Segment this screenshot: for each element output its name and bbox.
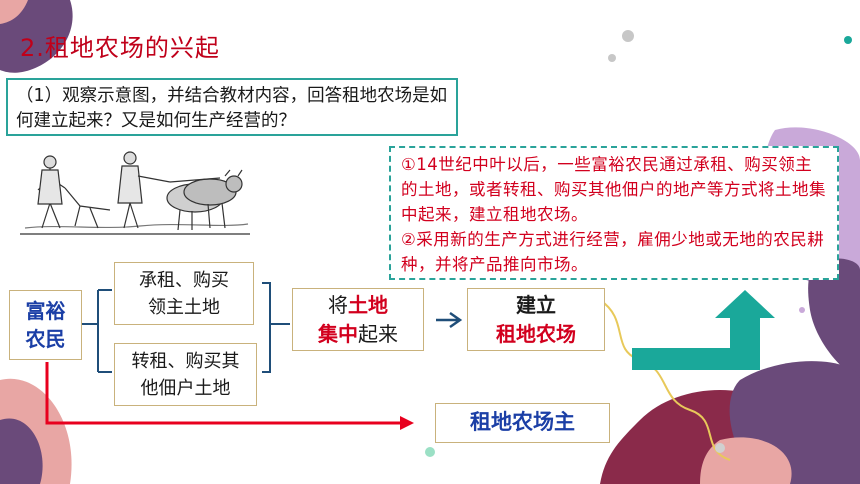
concentrate-line1: 将土地 [293, 291, 423, 320]
dot-grey-small [608, 54, 616, 62]
concentrate-line2: 集中起来 [293, 320, 423, 349]
dot-lavender [799, 307, 805, 313]
squiggle-line [599, 299, 731, 461]
blob-bottom-left-purple [0, 418, 43, 484]
question-box: （1）观察示意图，并结合教材内容，回答租地农场是如何建立起来？又是如何生产经营的… [6, 78, 458, 136]
farm-owner-box: 租地农场主 [435, 403, 610, 443]
option2-line1: 转租、购买其 [131, 351, 240, 372]
blob-top-left-pink [0, 0, 28, 24]
concentrate-part2: 土地 [348, 293, 388, 317]
rich-peasant-line2: 农民 [25, 327, 66, 351]
answer-line-2: ②采用新的生产方式进行经营，雇佣少地或无地的农民耕种，并将产品推向市场。 [401, 230, 825, 274]
blob-right-purple [808, 258, 860, 380]
dot-teal [844, 36, 852, 44]
option1-line1: 承租、购买 [139, 270, 229, 291]
concentrate-land-box: 将土地 集中起来 [292, 288, 424, 351]
concentrate-part1: 将 [328, 293, 348, 317]
rich-peasant-line1: 富裕 [25, 299, 66, 323]
establish-farm-box: 建立 租地农场 [467, 288, 605, 351]
concentrate-part4: 起来 [358, 322, 398, 346]
establish-line2: 租地农场 [496, 322, 576, 346]
option2-line2: 他佃户土地 [140, 378, 231, 399]
plowing-illustration [20, 151, 250, 235]
establish-line1: 建立 [516, 293, 556, 317]
concentrate-part3: 集中 [318, 322, 358, 346]
dot-mint [425, 447, 435, 457]
bent-arrow-icon [632, 290, 775, 370]
rich-peasant-box: 富裕 农民 [9, 290, 82, 360]
option1-line2: 领主土地 [148, 297, 220, 318]
option-sublease-buy-tenant-land: 转租、购买其 他佃户土地 [114, 343, 257, 406]
dot-grey-bottom [715, 443, 725, 453]
option-lease-buy-lord-land: 承租、购买 领主土地 [114, 262, 254, 325]
blob-top-left-purple [0, 0, 73, 73]
page-title: 2.租地农场的兴起 [20, 34, 220, 62]
answer-box: ①14世纪中叶以后，一些富裕农民通过承租、购买领主的土地，或者转租、购买其他佃户… [389, 146, 839, 280]
answer-line-1: ①14世纪中叶以后，一些富裕农民通过承租、购买领主的土地，或者转租、购买其他佃户… [401, 155, 826, 224]
dot-grey [622, 30, 634, 42]
